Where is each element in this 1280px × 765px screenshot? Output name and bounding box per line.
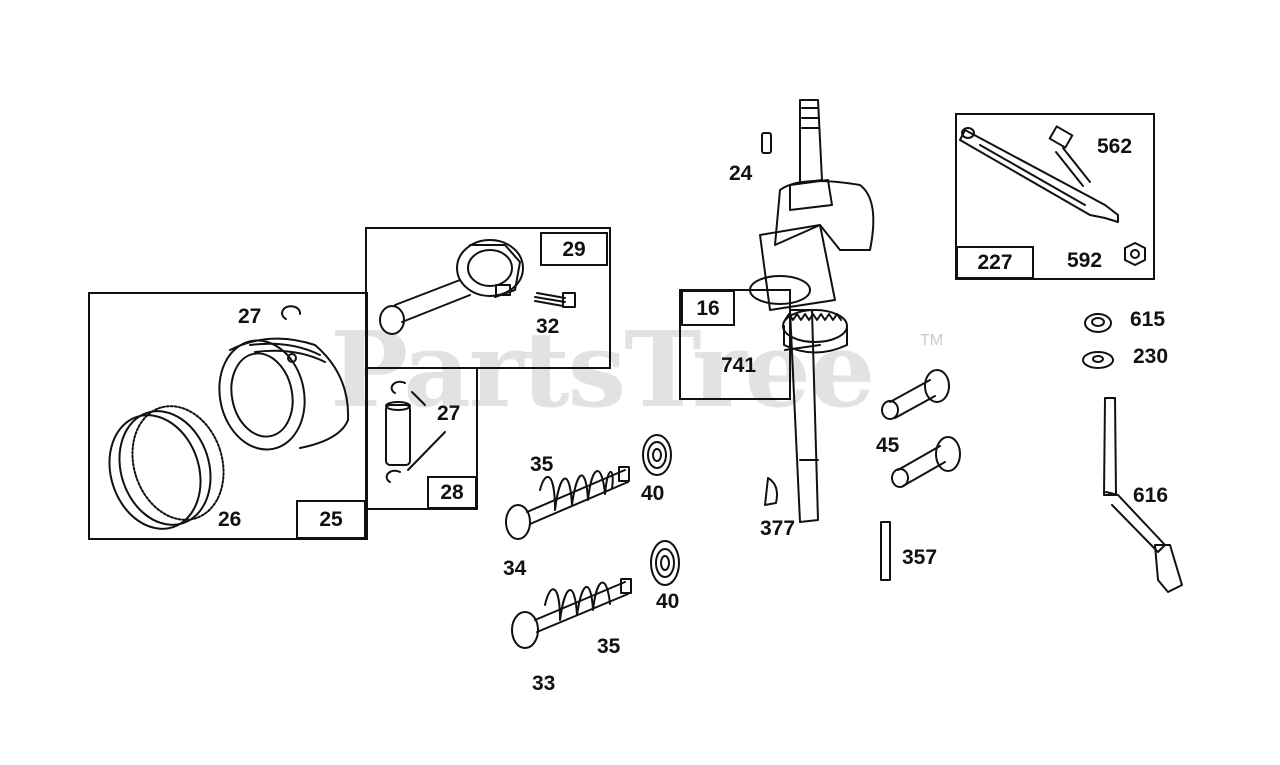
snap-ring-part xyxy=(281,305,302,320)
valve-spring-upper-part xyxy=(539,470,614,511)
callout-562: 562 xyxy=(1097,135,1133,158)
boxed-callout-29: 29 xyxy=(540,232,608,266)
callout-34: 34 xyxy=(503,557,527,580)
timing-gear-part xyxy=(782,309,848,354)
bar-key-part xyxy=(880,521,891,581)
trademark-mark: TM xyxy=(920,332,944,349)
piston-pin-group-frame xyxy=(365,367,478,510)
callout-27-ring: 27 xyxy=(238,305,262,328)
boxed-callout-16: 16 xyxy=(681,290,735,326)
boxed-callout-227: 227 xyxy=(956,246,1034,279)
boxed-callout-25: 25 xyxy=(296,500,366,539)
callout-40-upper: 40 xyxy=(641,482,665,505)
piston-group-frame xyxy=(88,292,368,540)
callout-592: 592 xyxy=(1067,249,1103,272)
governor-crank-part xyxy=(1103,397,1183,593)
callout-24: 24 xyxy=(729,162,753,185)
leader-line xyxy=(411,391,426,406)
callout-230: 230 xyxy=(1133,345,1169,368)
callout-357: 357 xyxy=(902,546,938,569)
callout-35-upper: 35 xyxy=(530,453,554,476)
valve-retainer-upper-part xyxy=(642,434,672,476)
pin-clip-lower-part xyxy=(385,469,401,483)
callout-40-lower: 40 xyxy=(656,590,680,613)
governor-lever-group-frame xyxy=(955,113,1155,280)
exhaust-valve-part xyxy=(505,466,630,540)
callout-35-lower: 35 xyxy=(597,635,621,658)
callout-45: 45 xyxy=(876,434,900,457)
callout-32: 32 xyxy=(536,315,560,338)
tappet-lower-part xyxy=(891,436,961,488)
valve-retainer-lower-part xyxy=(650,540,680,586)
lever-bolt-part xyxy=(1048,125,1091,187)
crankshaft-group-frame xyxy=(679,289,791,400)
clip-615-part xyxy=(1084,313,1112,333)
piston-rings-part xyxy=(108,405,225,530)
governor-lever-part xyxy=(959,127,1119,223)
boxed-callout-28: 28 xyxy=(427,476,477,509)
callout-616: 616 xyxy=(1133,484,1169,507)
piston-part xyxy=(218,337,350,451)
woodruff-key-part xyxy=(764,477,778,506)
washer-230-part xyxy=(1082,351,1114,369)
callout-615: 615 xyxy=(1130,308,1166,331)
callout-741: 741 xyxy=(721,354,757,377)
callout-33: 33 xyxy=(532,672,556,695)
connecting-rod-group-frame xyxy=(365,227,611,369)
lever-nut-part xyxy=(1124,242,1146,266)
pin-clip-upper-part xyxy=(390,380,406,394)
crankshaft-part xyxy=(749,99,875,523)
callout-377: 377 xyxy=(760,517,796,540)
callout-26: 26 xyxy=(218,508,242,531)
valve-spring-lower-part xyxy=(544,581,611,621)
callout-27-clip: 27 xyxy=(437,402,461,425)
leader-line xyxy=(407,431,446,471)
connecting-rod-part xyxy=(379,239,524,335)
piston-pin-part xyxy=(385,401,411,466)
tappet-upper-part xyxy=(881,369,950,420)
crank-key-part xyxy=(761,132,772,154)
rod-bolt-part xyxy=(534,292,576,308)
